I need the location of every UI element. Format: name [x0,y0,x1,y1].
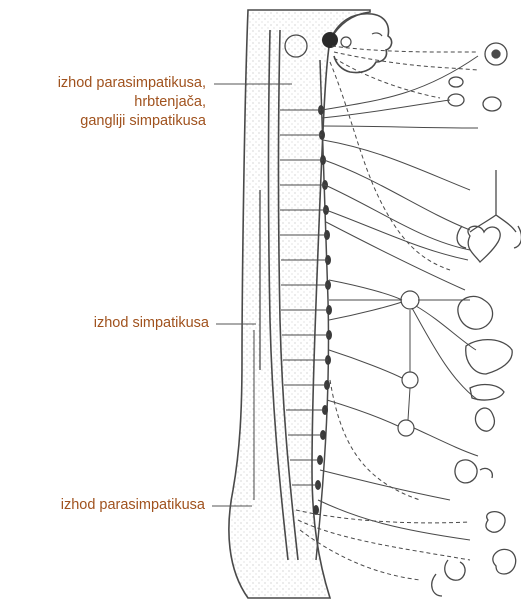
label-line-1: izhod parasimpatikusa, [58,74,206,93]
lacrimal-gland [449,77,463,87]
label-parasympathetic-outflow-sacral: izhod parasimpatikusa [61,496,205,515]
label-parasympathetic-outflow-cranial: izhod parasimpatikusa, hrbtenjača, gangl… [58,74,206,131]
intestines [455,460,492,483]
cranial-nerves [330,46,478,270]
liver [466,340,512,374]
kidney [475,408,494,431]
eye-mark [372,33,382,36]
label-sympathetic-outflow: izhod simpatikusa [94,314,209,333]
heart [468,226,500,262]
brain-ganglion-3 [341,37,351,47]
target-organs [432,43,521,596]
label-line-2: hrbtenjača, [58,93,206,112]
reproductive-organs [493,549,516,574]
label-line-3: gangliji simpatikusa [58,112,206,131]
lungs [457,226,521,248]
stomach [458,296,493,329]
salivary-gland-1 [448,94,464,106]
bladder [486,512,505,533]
sympathetic-fibers-lower [318,280,478,540]
brain-ganglion-2 [322,32,338,48]
trachea [470,170,516,232]
salivary-gland-2 [483,97,501,111]
sympathetic-fibers-upper [322,56,478,290]
body-outline [229,10,370,598]
